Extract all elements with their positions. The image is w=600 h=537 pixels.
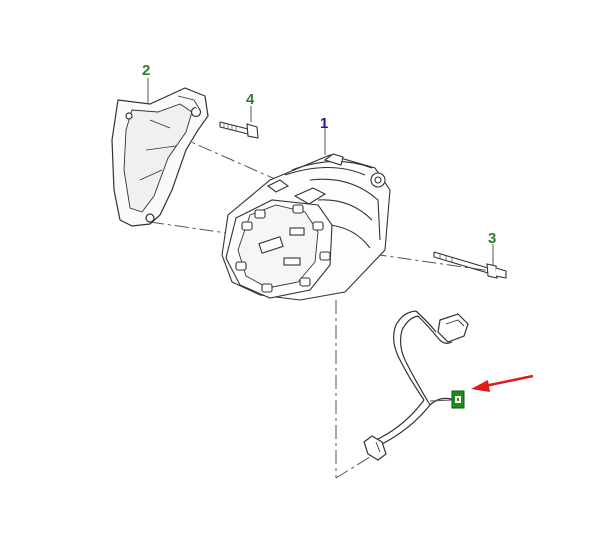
callout-leaders (147, 78, 494, 402)
callout-2-label: 2 (142, 62, 150, 79)
harness-connector-icon (451, 390, 465, 409)
red-arrow-icon (471, 374, 534, 392)
callout-4-label: 4 (246, 91, 255, 108)
wiring-harness-icon (363, 310, 469, 461)
ac-compressor-icon (221, 153, 391, 301)
callout-3-label: 3 (488, 230, 496, 247)
mounting-bracket-icon (111, 87, 209, 227)
long-bolt-icon (433, 251, 507, 279)
short-bolt-icon (219, 121, 259, 139)
callout-1-label: 1 (320, 115, 328, 132)
